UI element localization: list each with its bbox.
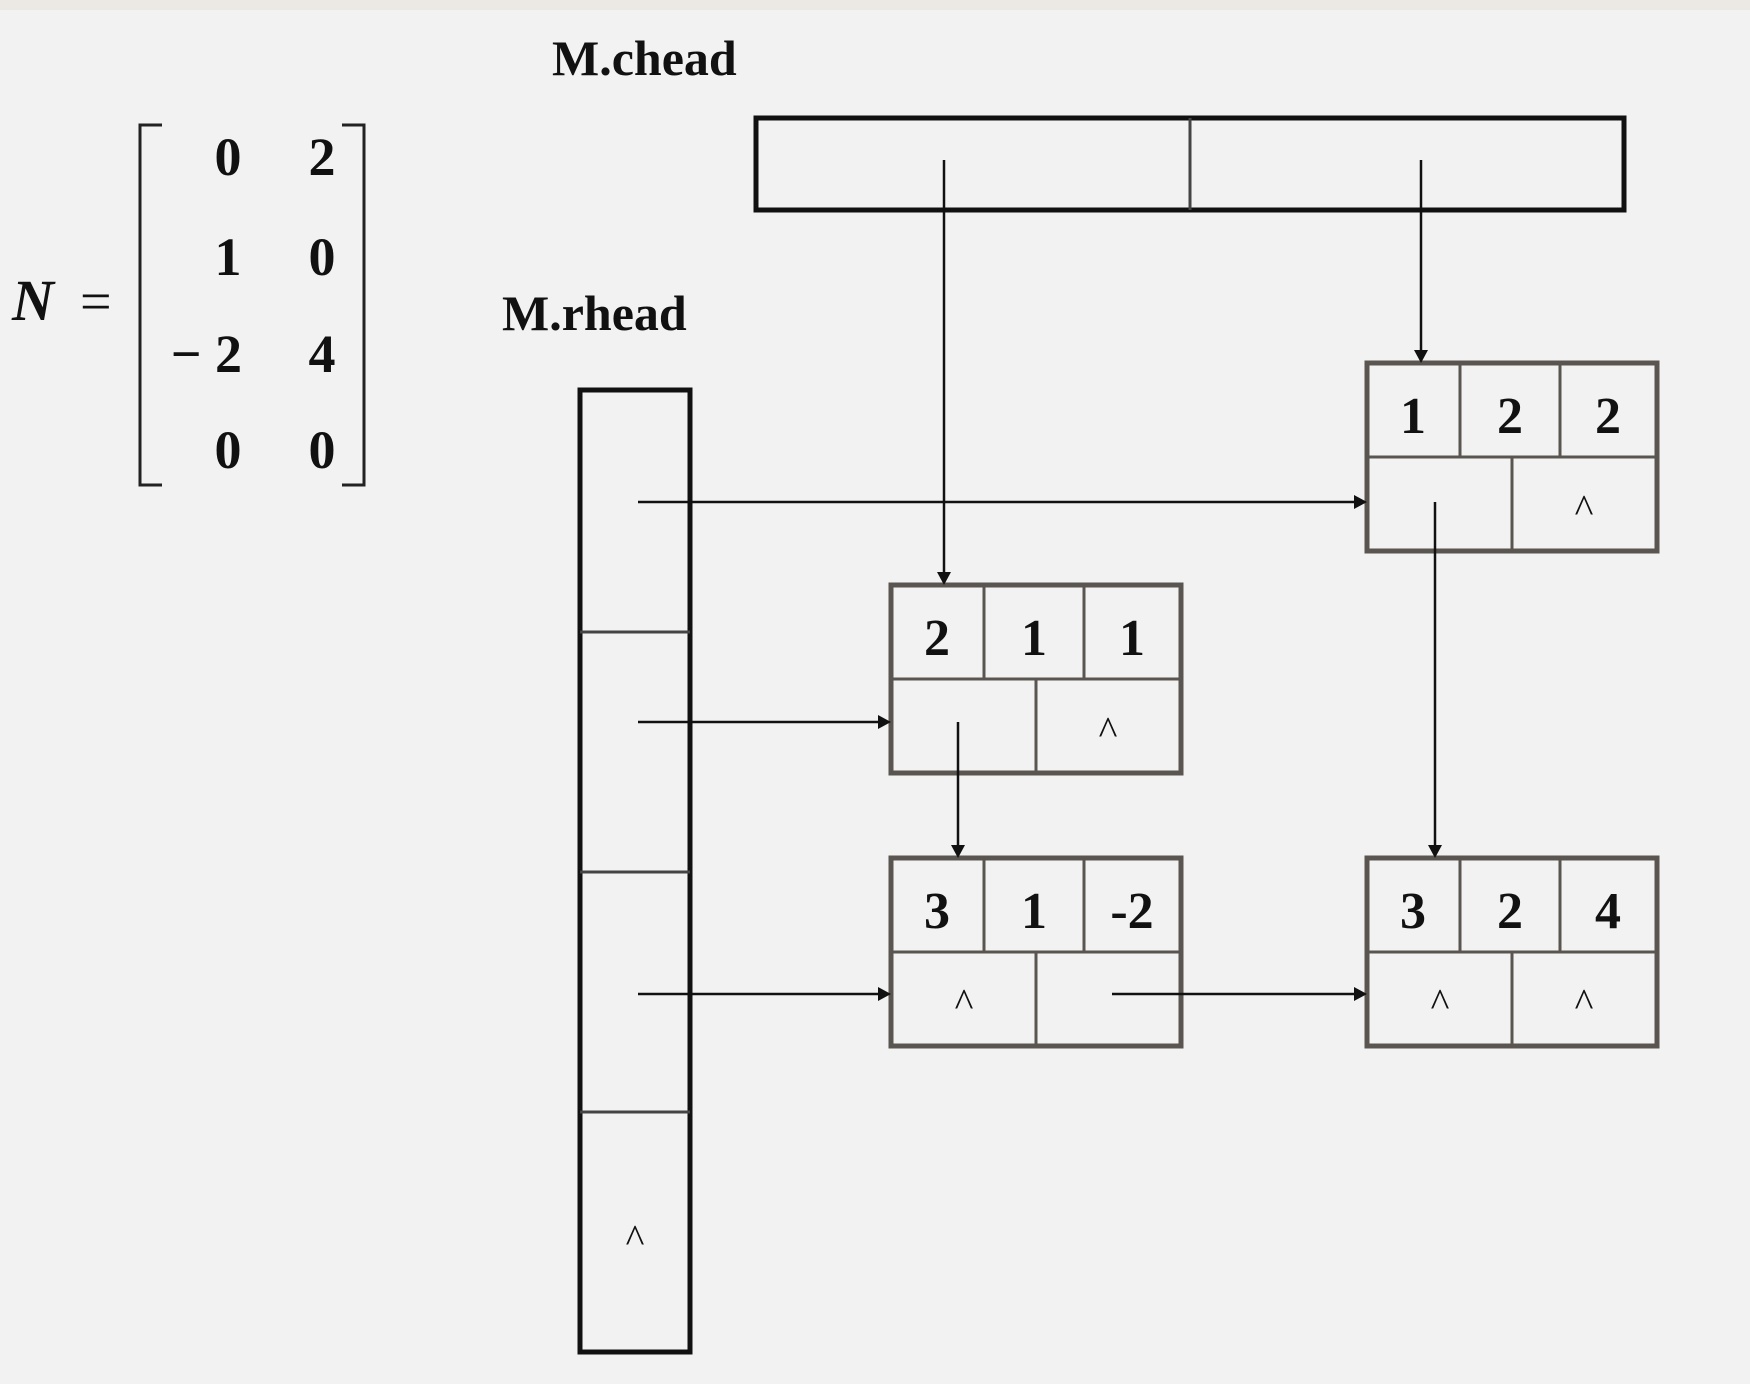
- matrix-cell-1-2: 2: [309, 127, 336, 187]
- node-col: 1: [1021, 610, 1047, 667]
- node-col: 2: [1497, 388, 1523, 445]
- chead-label: M.chead: [552, 30, 737, 86]
- node-value: 2: [1595, 388, 1621, 445]
- node-right-null: ^: [1575, 980, 1594, 1025]
- rhead-row4-null: ^: [626, 1216, 645, 1261]
- node-1-2-2: 1 2 2 ^: [1364, 360, 1660, 554]
- matrix-cell-1-1: 0: [215, 127, 242, 187]
- node-right-null: ^: [1575, 486, 1594, 531]
- node-value: -2: [1110, 883, 1153, 940]
- node-2-1-1: 2 1 1 ^: [888, 582, 1184, 776]
- node-value: 4: [1595, 883, 1621, 940]
- node-down-null: ^: [1431, 980, 1450, 1025]
- node-col: 2: [1497, 883, 1523, 940]
- matrix-left-bracket: [138, 123, 162, 487]
- matrix-n: N = 0 2 1 0 − 2 4 0 0: [11, 123, 366, 487]
- node-row: 3: [924, 883, 950, 940]
- node-right-null: ^: [1099, 708, 1118, 753]
- node-value: 1: [1119, 610, 1145, 667]
- rhead-array: ^: [577, 387, 693, 1355]
- matrix-cell-2-1: 1: [215, 227, 242, 287]
- matrix-cell-3-2: 4: [309, 324, 336, 384]
- node-down-null: ^: [955, 980, 974, 1025]
- node-3-2-4: 3 2 4 ^ ^: [1364, 855, 1660, 1049]
- matrix-equals: =: [80, 271, 112, 333]
- pointer-arrows: [638, 160, 1442, 1001]
- node-row: 2: [924, 610, 950, 667]
- matrix-cell-4-2: 0: [309, 420, 336, 480]
- node-row: 1: [1400, 388, 1426, 445]
- matrix-cell-3-1: − 2: [171, 324, 242, 384]
- matrix-right-bracket: [342, 123, 366, 487]
- node-col: 1: [1021, 883, 1047, 940]
- matrix-cell-4-1: 0: [215, 420, 242, 480]
- matrix-name: N: [11, 268, 56, 333]
- matrix-cell-2-2: 0: [309, 227, 336, 287]
- chead-array: [753, 115, 1627, 213]
- node-row: 3: [1400, 883, 1426, 940]
- rhead-label: M.rhead: [502, 285, 687, 341]
- node-3-1-m2: 3 1 -2 ^: [888, 855, 1184, 1049]
- top-strip: [0, 0, 1750, 10]
